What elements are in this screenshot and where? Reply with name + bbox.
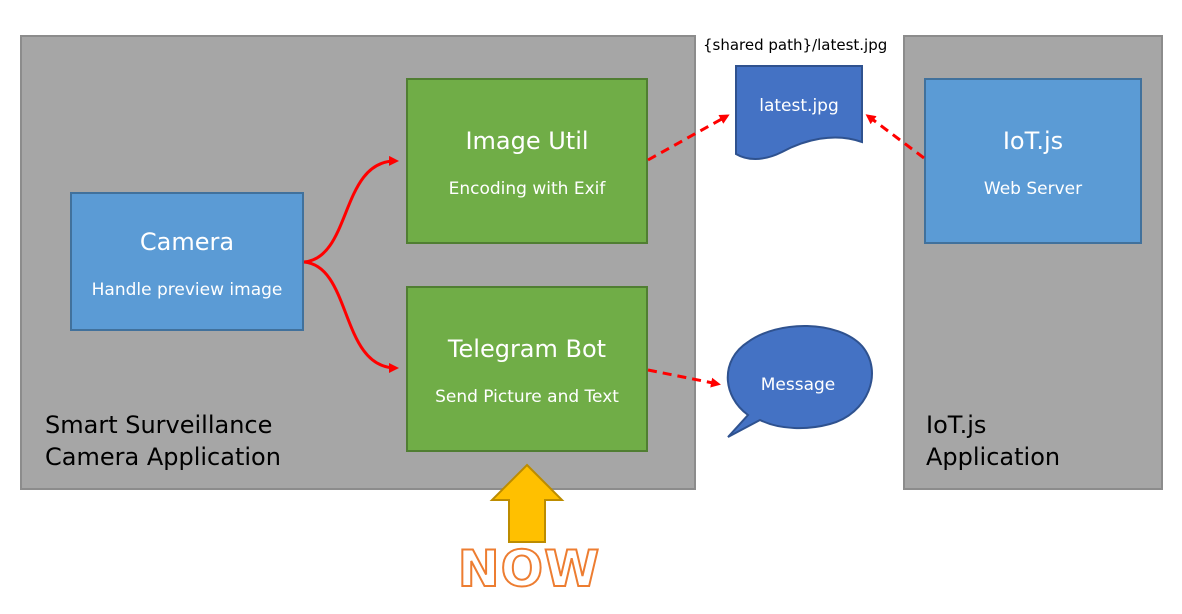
image-util-box: Image Util Encoding with Exif [406,78,648,244]
shared-path-label: {shared path}/latest.jpg [703,36,888,54]
up-arrow-icon [489,463,565,543]
camera-box: Camera Handle preview image [70,192,304,331]
camera-to-telegram-bot-arrow [303,260,399,373]
app-container-label: Smart Surveillance Camera Application [45,409,281,473]
image-util-title: Image Util [465,127,589,155]
camera-subtitle: Handle preview image [91,280,283,300]
telegram-bot-title: Telegram Bot [447,335,607,363]
speech-bubble-icon [726,325,873,438]
iot-label-line1: IoT.js [926,411,987,439]
document-icon [735,65,863,160]
app-label-line2: Camera Application [45,443,281,471]
iot-label-line2: Application [926,443,1061,471]
iotjs-subtitle: Web Server [983,179,1083,199]
telegram-bot-subtitle: Send Picture and Text [435,387,619,407]
telegram-bot-box: Telegram Bot Send Picture and Text [406,286,648,452]
image-util-to-file-arrow [647,114,730,162]
now-label: NOW [457,539,601,599]
image-util-subtitle: Encoding with Exif [448,179,606,199]
iot-container-label: IoT.js Application [926,409,1060,473]
latest-jpg-label: latest.jpg [759,96,839,116]
iotjs-to-file-arrow [865,114,925,160]
camera-title: Camera [139,228,235,256]
app-label-line1: Smart Surveillance [45,411,273,439]
message-label: Message [760,375,836,395]
camera-to-image-util-arrow [303,155,399,264]
iotjs-title: IoT.js [1002,127,1064,155]
iotjs-web-server-box: IoT.js Web Server [924,78,1142,244]
telegram-bot-to-message-arrow [647,368,721,388]
